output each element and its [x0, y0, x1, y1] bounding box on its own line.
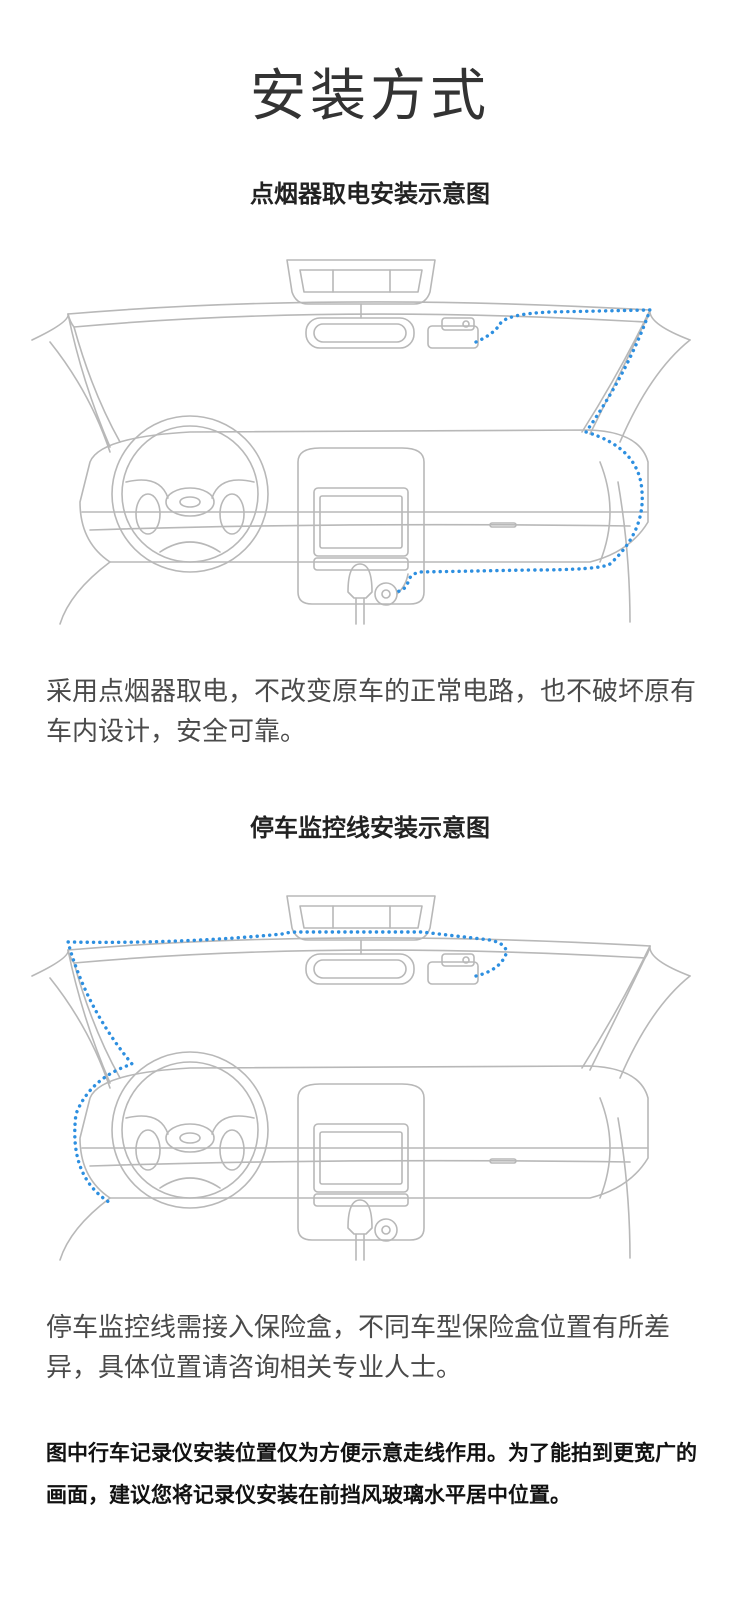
section-2-description: 停车监控线需接入保险盒，不同车型保险盒位置有所差异，具体位置请咨询相关专业人士。	[46, 1313, 671, 1383]
cigarette-lighter-icon	[374, 1218, 398, 1242]
power-cable-route	[394, 308, 653, 594]
steering-wheel-icon	[111, 1051, 269, 1209]
dashcam-icon	[427, 953, 479, 985]
page-title: 安装方式	[250, 64, 490, 129]
cigarette-lighter-icon	[374, 573, 409, 606]
section-1-description: 采用点烟器取电，不改变原车的正常电路，也不破坏原有车内设计，安全可靠。	[46, 677, 697, 747]
car-interior-illustration	[31, 259, 691, 625]
car-interior-illustration	[31, 895, 691, 1261]
cigarette-lighter-install-diagram	[31, 259, 691, 625]
section-2-subtitle: 停车监控线安装示意图	[250, 814, 490, 842]
steering-wheel-icon	[111, 415, 269, 573]
dashcam-icon	[427, 317, 479, 349]
installation-note: 图中行车记录仪安装位置仅为方便示意走线作用。为了能拍到更宽广的画面，建议您将记录…	[46, 1441, 697, 1507]
parking-monitor-install-diagram	[31, 895, 691, 1261]
section-1-subtitle: 点烟器取电安装示意图	[250, 180, 490, 208]
